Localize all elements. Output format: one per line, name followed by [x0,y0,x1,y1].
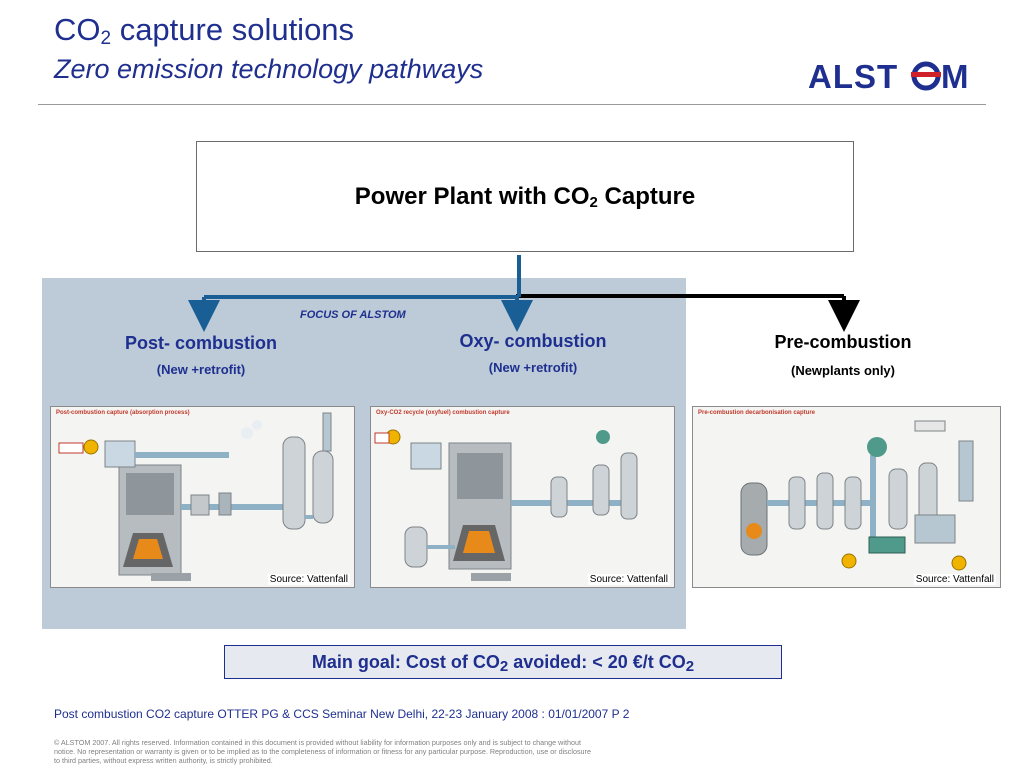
oxy-combustion-diagram-title: Oxy-CO2 recycle (oxyfuel) combustion cap… [376,410,510,416]
pre-combustion-subheading: (Newplants only) [790,363,895,378]
main-goal-text: Main goal: Cost of CO2 avoided: < 20 €/t… [311,651,695,675]
oxy-combustion-subheading: (New +retrofit) [488,360,578,375]
header-divider [38,104,986,105]
oxy-combustion-illustration [374,429,638,581]
focus-label: FOCUS OF ALSTOM [300,309,406,321]
main-goal-box: Main goal: Cost of CO2 avoided: < 20 €/t… [224,645,782,679]
oxy-combustion-diagram: Oxy-CO2 recycle (oxyfuel) combustion cap… [370,406,675,588]
post-combustion-subheading: (New +retrofit) [156,362,246,377]
pre-combustion-diagram-title: Pre-combustion decarbonisation capture [698,410,816,416]
slide-subtitle: Zero emission technology pathways [54,54,484,84]
post-combustion-source: Source: Vattenfall [267,574,350,585]
pre-combustion-diagram: Pre-combustion decarbonisation capture S… [692,406,1001,588]
pre-combustion-heading: Pre-combustion [774,332,912,352]
svg-text:ALST: ALST [808,58,898,95]
oxy-combustion-source: Source: Vattenfall [587,574,670,585]
post-combustion-illustration [58,412,334,581]
power-plant-box: Power Plant with CO2 Capture [196,141,854,252]
pre-combustion-illustration [740,420,974,571]
post-combustion-diagram-title: Post-combustion capture (absorption proc… [56,410,190,416]
svg-text:M: M [941,58,969,95]
copyright-notice: © ALSTOM 2007. All rights reserved. Info… [54,738,591,765]
post-combustion-diagram: Post-combustion capture (absorption proc… [50,406,355,588]
alstom-logo: ALST M [808,58,969,95]
power-plant-label: Power Plant with CO2 Capture [354,182,696,211]
oxy-combustion-heading: Oxy- combustion [459,331,607,351]
slide-title: CO2 capture solutions [54,12,355,49]
pre-combustion-source: Source: Vattenfall [913,574,996,585]
footer-text: Post combustion CO2 capture OTTER PG & C… [54,707,630,721]
post-combustion-heading: Post- combustion [125,333,277,353]
